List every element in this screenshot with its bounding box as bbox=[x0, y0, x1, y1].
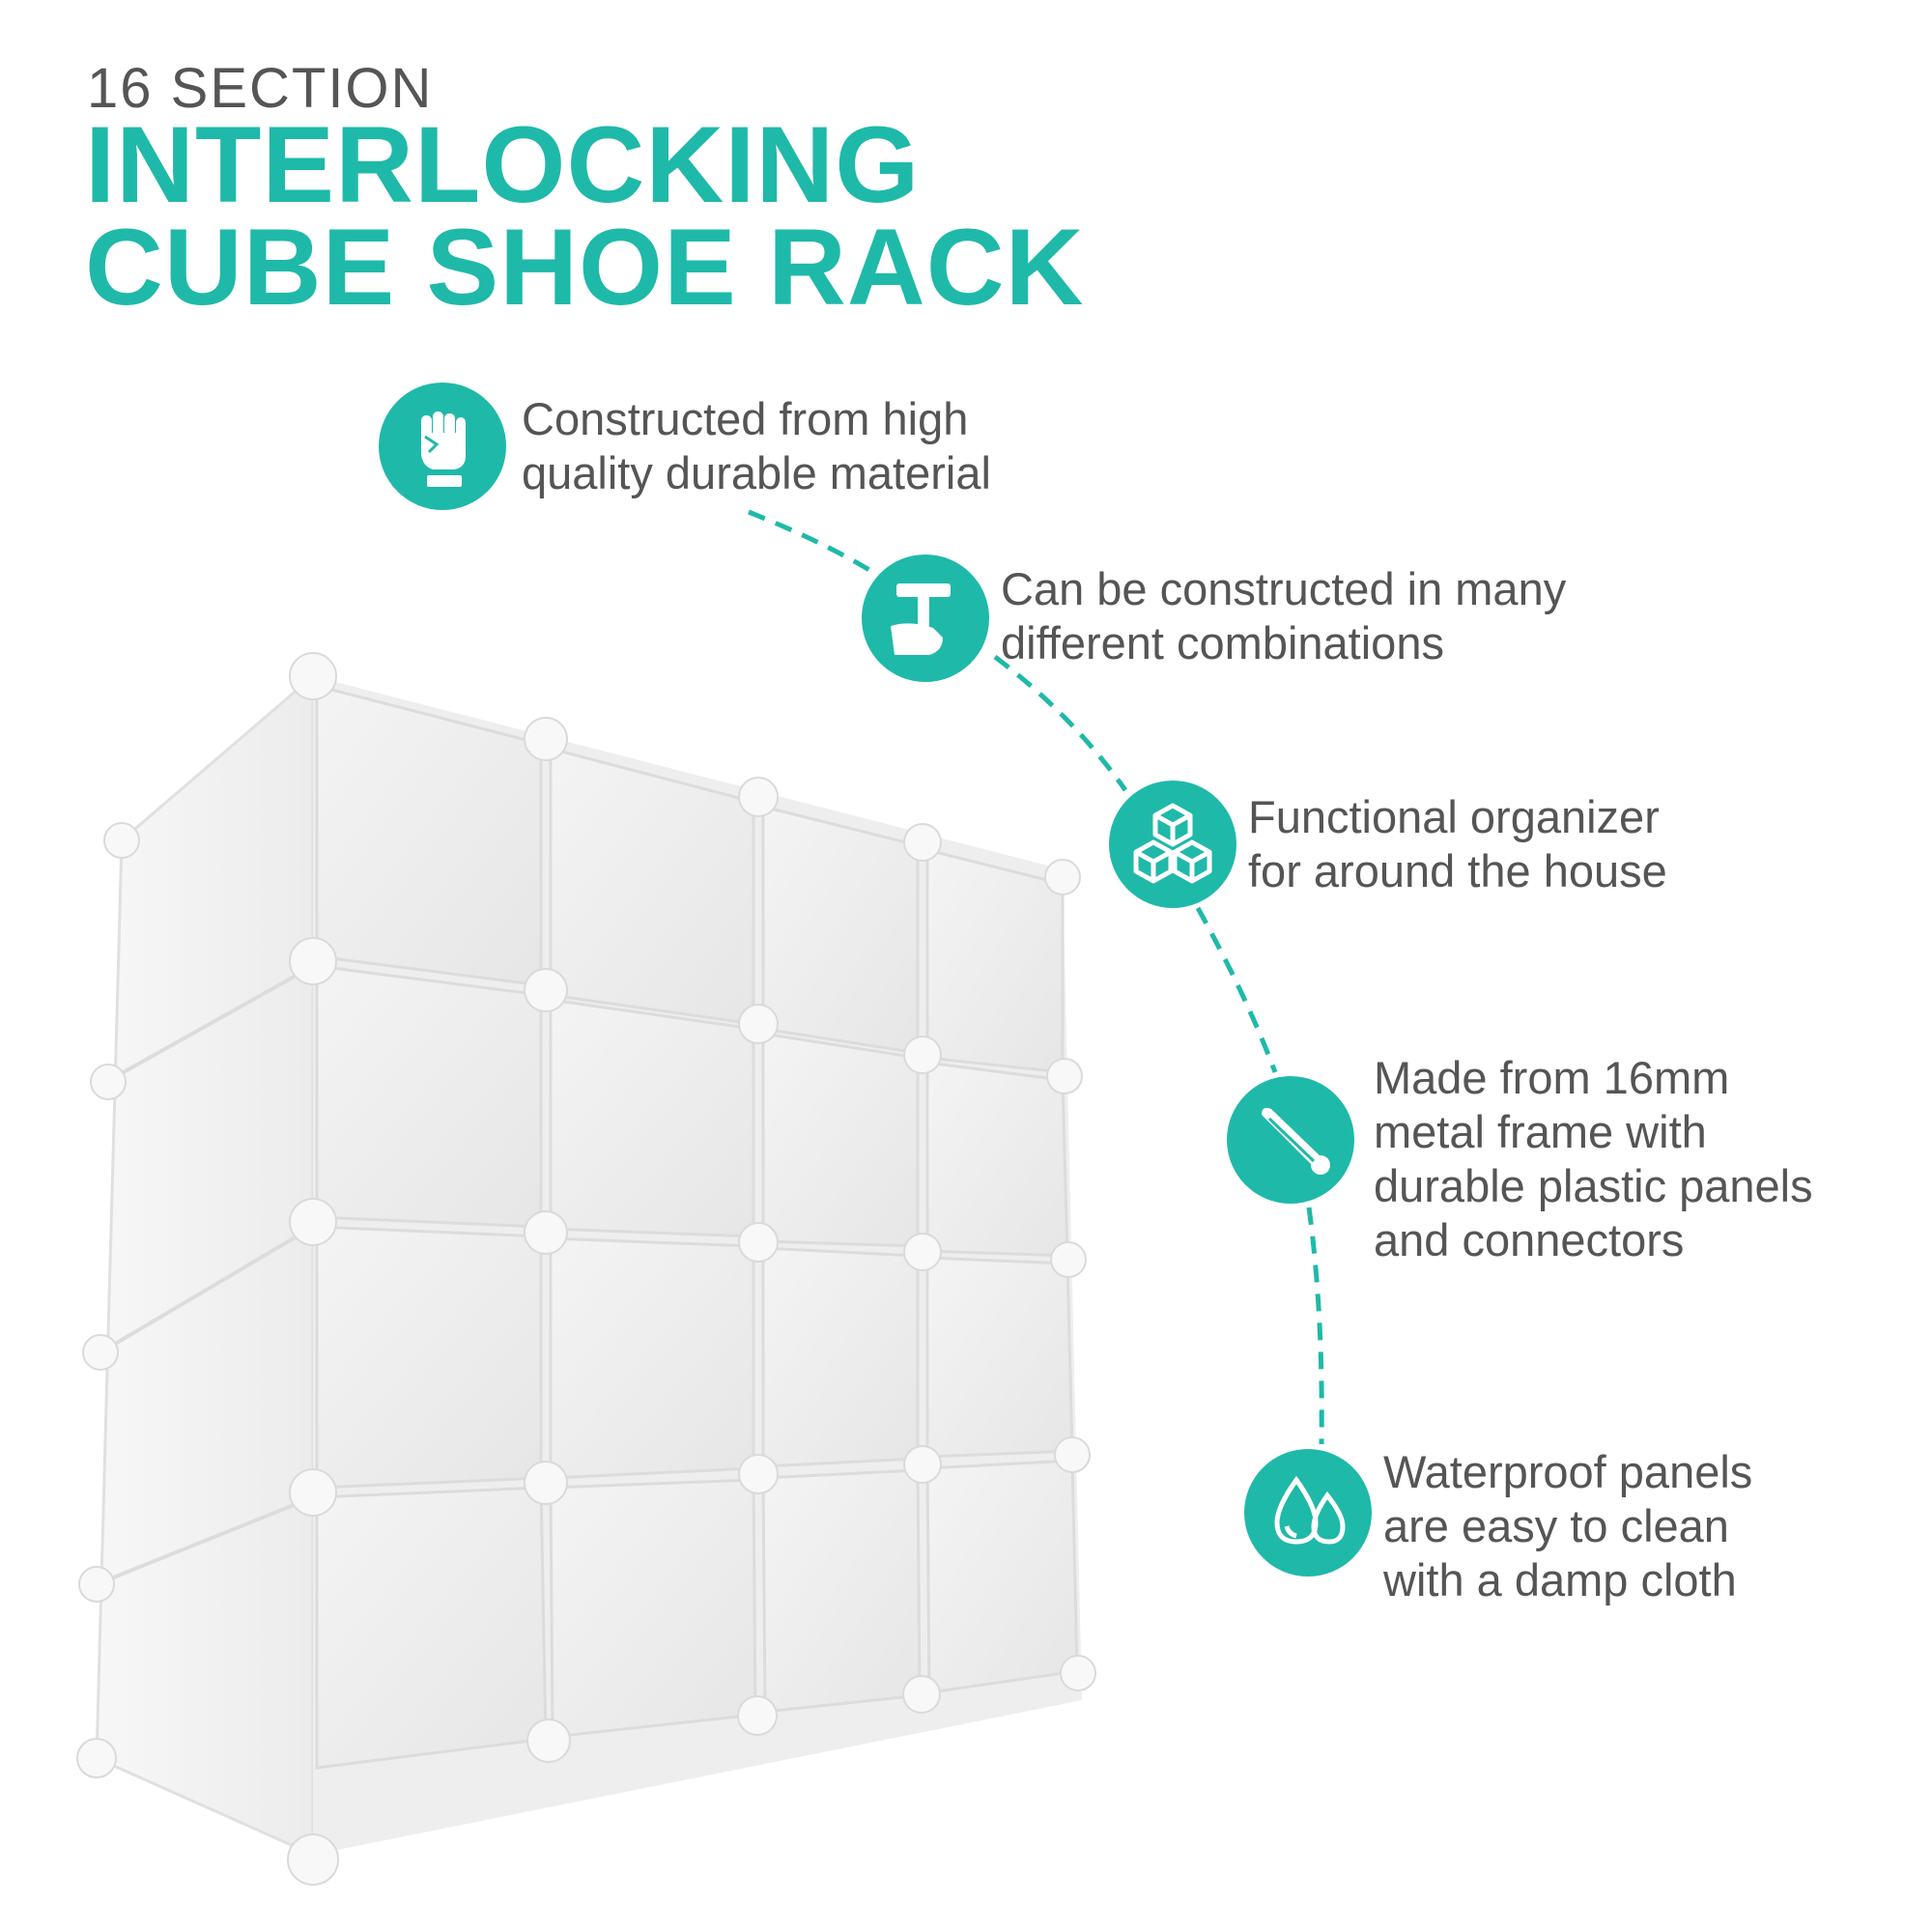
hammer-hand-icon bbox=[862, 554, 989, 682]
fist-icon bbox=[379, 383, 506, 510]
feature-5-line-2: are easy to clean bbox=[1383, 1500, 1729, 1551]
metal-tube-icon bbox=[1227, 1076, 1354, 1204]
feature-4-line-3: durable plastic panels bbox=[1374, 1160, 1813, 1211]
feature-1-line-2: quality durable material bbox=[522, 447, 991, 498]
feature-5-line-1: Waterproof panels bbox=[1383, 1446, 1753, 1497]
feature-4-line-4: and connectors bbox=[1374, 1214, 1685, 1265]
cube-shoe-rack-image bbox=[76, 652, 1096, 1886]
title-line-2: CUBE SHOE RACK bbox=[85, 207, 1085, 327]
water-drops-icon bbox=[1244, 1449, 1372, 1577]
feature-3-line-2: for around the house bbox=[1248, 845, 1667, 896]
feature-1-line-1: Constructed from high bbox=[522, 393, 969, 444]
feature-4-line-1: Made from 16mm bbox=[1374, 1052, 1730, 1103]
feature-2-line-2: different combinations bbox=[1001, 617, 1444, 668]
feature-5-line-3: with a damp cloth bbox=[1383, 1554, 1737, 1605]
stacked-cubes-icon bbox=[1109, 781, 1236, 908]
feature-2-line-1: Can be constructed in many bbox=[1001, 563, 1567, 614]
subtitle: 16 SECTION bbox=[87, 57, 434, 120]
page-title: INTERLOCKING CUBE SHOE RACK bbox=[85, 104, 1085, 327]
feature-4-line-2: metal frame with bbox=[1374, 1106, 1707, 1157]
feature-3-line-1: Functional organizer bbox=[1248, 791, 1660, 842]
title-line-1: INTERLOCKING bbox=[85, 104, 921, 225]
